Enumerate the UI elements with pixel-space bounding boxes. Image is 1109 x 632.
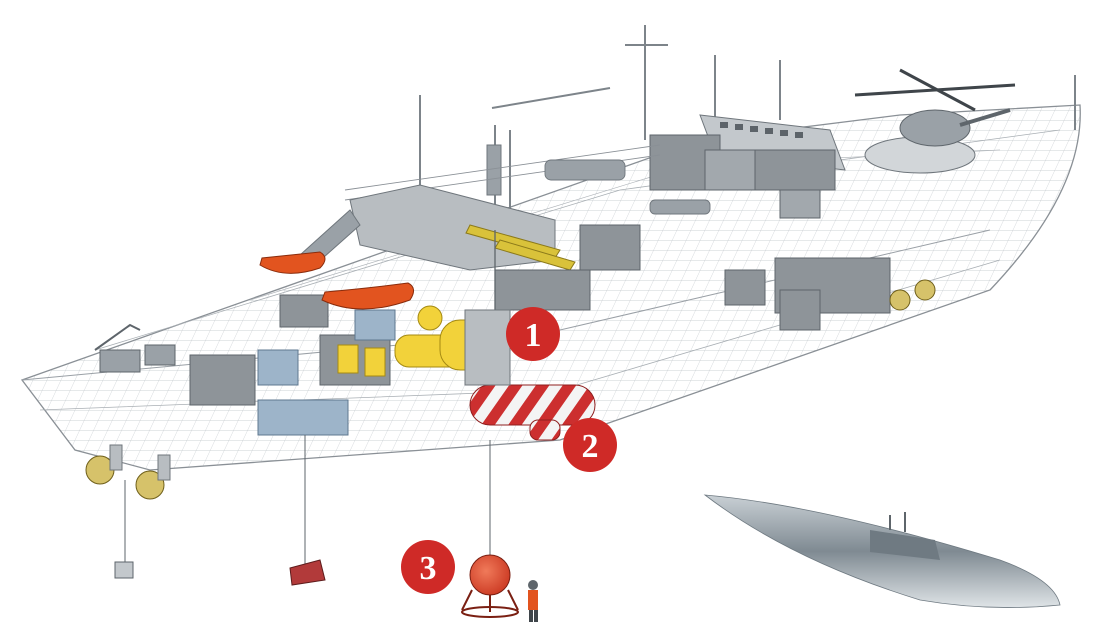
rov-small-icon: [114, 561, 134, 579]
crane-gantry: [299, 184, 576, 271]
marker-1-label: 1: [525, 317, 542, 354]
marker-2: 2: [563, 418, 617, 472]
rescue-submersible-icon: [469, 384, 596, 441]
diving-bell-icon: [461, 554, 519, 618]
gas-cylinders: [257, 309, 396, 436]
marker-3: 3: [401, 540, 455, 594]
diver-figure-icon: [528, 580, 538, 622]
helicopter-icon: [854, 68, 1016, 174]
marker-2-label: 2: [582, 428, 599, 465]
marker-1: 1: [506, 307, 560, 361]
lifeboat-icon: [259, 251, 414, 310]
submarine-icon: [703, 494, 1061, 608]
ship-masts: [419, 25, 1076, 230]
propeller-icon: [85, 279, 936, 500]
marker-3-label: 3: [420, 550, 437, 587]
moon-pool-shaft: [464, 309, 511, 386]
rov-large-icon: [289, 559, 326, 586]
bow-winches: [94, 323, 176, 373]
funnel: [486, 144, 502, 196]
bridge-superstructure: [649, 114, 846, 219]
upper-deck: [344, 144, 711, 215]
